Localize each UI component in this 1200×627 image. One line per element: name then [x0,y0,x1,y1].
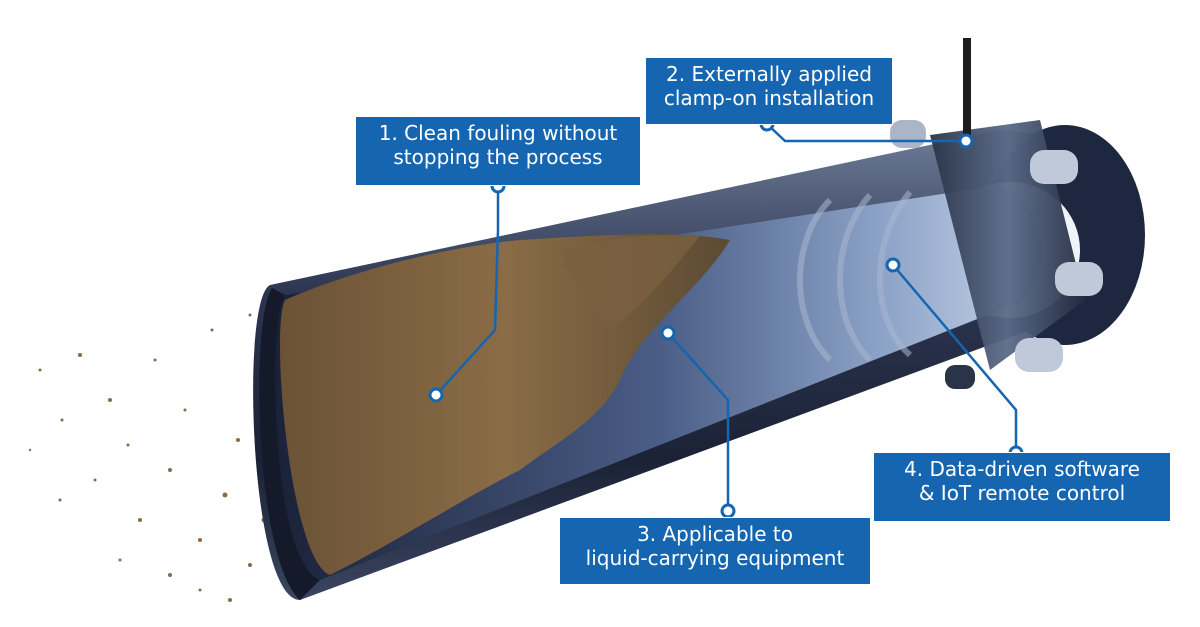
callout-connectors [435,123,1018,511]
callout-1-line-2: stopping the process [393,145,603,169]
pipe-body [253,125,1145,600]
ultrasonic-transducer-icon [890,120,926,148]
callout-1-line-1: 1. Clean fouling without [378,121,618,145]
ultrasonic-transducer-icon [1030,150,1078,184]
callout-3-line-1: 3. Applicable to [637,522,793,546]
callout-4-line-1: 4. Data-driven software [904,457,1140,481]
ultrasonic-waves [797,190,913,363]
callout-4-iot: 4. Data-driven software & IoT remote con… [874,453,1170,521]
callout-1-clean-fouling: 1. Clean fouling without stopping the pr… [356,117,640,185]
callout-2-line-1: 2. Externally applied [666,62,872,86]
callout-3-line-2: liquid-carrying equipment [585,546,845,570]
ultrasonic-transducer-icon [1015,338,1063,372]
ultrasonic-transducer-icon [945,365,975,389]
callout-2-clamp-on: 2. Externally applied clamp-on installat… [646,58,892,124]
ultrasonic-transducer-icon [1055,262,1103,296]
callout-anchor-dots [428,116,1024,519]
callout-2-line-2: clamp-on installation [663,86,875,110]
callout-3-applicable: 3. Applicable to liquid-carrying equipme… [560,518,870,584]
callout-4-line-2: & IoT remote control [918,481,1126,505]
antenna-cable [963,38,971,138]
fouling-particles [28,313,267,602]
